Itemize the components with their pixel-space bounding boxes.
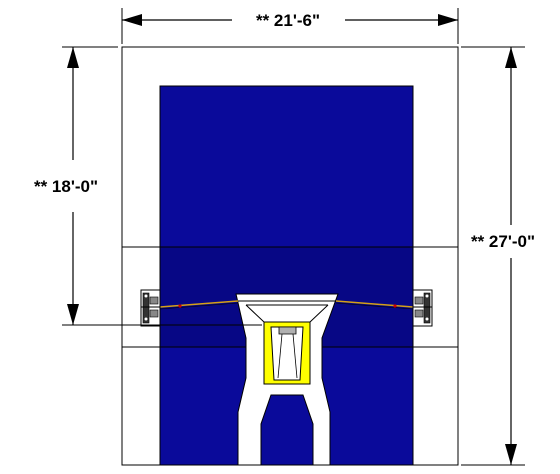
left-anchor-hardware	[140, 289, 161, 327]
chute-inner-right	[309, 304, 329, 323]
width-label: ** 21'-6"	[256, 11, 320, 30]
total-height-dimension	[461, 46, 525, 466]
inner-taper-right	[292, 333, 298, 379]
rail-marker-left	[178, 304, 182, 308]
rail-left-dark	[159, 302, 239, 310]
inner-height-label: ** 18'-0"	[34, 177, 98, 196]
rail-right	[335, 300, 414, 308]
right-anchor-hardware	[412, 289, 433, 327]
yellow-block-inner	[270, 326, 304, 381]
inner-height-dimension	[62, 46, 118, 325]
chute-inner-left	[245, 304, 265, 323]
width-dimension	[121, 8, 459, 44]
total-height-label: ** 27'-0"	[471, 232, 535, 251]
rail-right-dark	[335, 302, 414, 310]
rail-marker-right	[393, 304, 397, 308]
rail-left	[159, 300, 239, 308]
gray-block	[278, 326, 297, 335]
inner-taper-left	[277, 333, 283, 379]
